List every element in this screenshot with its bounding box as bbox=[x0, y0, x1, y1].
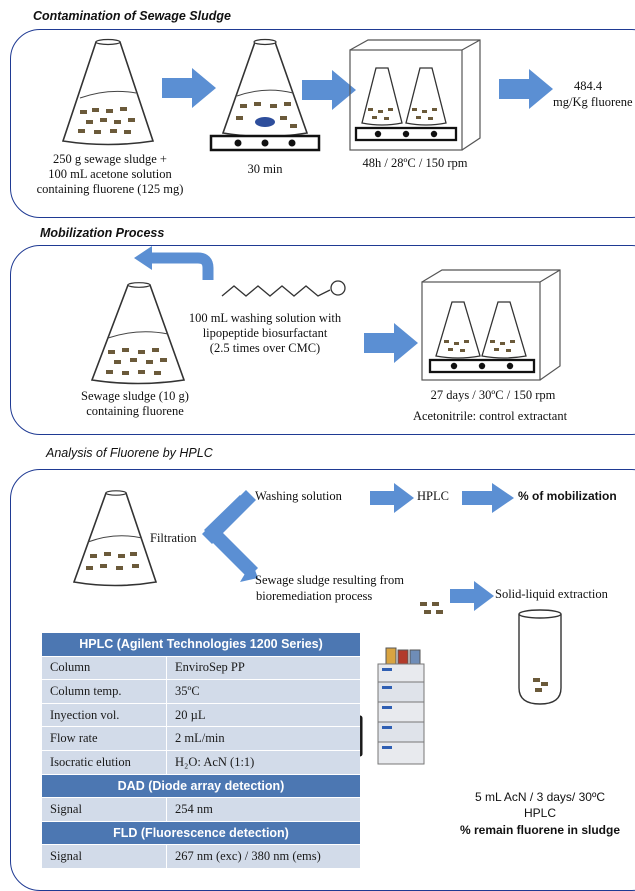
table-cell-value: H₂O: AcN (1:1) bbox=[166, 750, 360, 775]
flask-icon-sludge bbox=[90, 282, 186, 385]
flask-caption-line2: containing fluorene bbox=[86, 404, 184, 418]
hplc-instrument-icon bbox=[377, 647, 425, 765]
sludge-particles-icon bbox=[420, 602, 443, 614]
section-title-mobilization: Mobilization Process bbox=[40, 226, 165, 240]
tube-caption-line1: 5 mL AcN / 3 days/ 30ºC bbox=[475, 790, 605, 804]
incubator-icon bbox=[349, 39, 481, 151]
control-text: Acetonitrile: control extractant bbox=[412, 409, 568, 423]
flask-caption-line1: Sewage sludge (10 g) bbox=[81, 389, 189, 403]
table-cell-param: Signal bbox=[42, 844, 167, 869]
table-cell-value: 2 mL/min bbox=[166, 726, 360, 751]
arrow-icon bbox=[370, 483, 414, 513]
table-row: Column EnviroSep PP bbox=[42, 656, 360, 681]
table-cell-param: Signal bbox=[42, 797, 167, 822]
table-cell-param: Column temp. bbox=[42, 679, 167, 704]
surfactant-molecule-icon bbox=[221, 280, 346, 297]
table-cell-value: 267 nm (exc) / 380 nm (ems) bbox=[166, 844, 360, 869]
arrow-icon bbox=[462, 483, 514, 513]
flask1-caption-line1: 250 g sewage sludge + bbox=[53, 152, 167, 166]
curved-arrow-icon bbox=[134, 246, 214, 280]
hplc-label: HPLC bbox=[417, 489, 449, 503]
incubator2-caption: 27 days / 30ºC / 150 rpm bbox=[430, 388, 556, 402]
arrow-icon bbox=[499, 69, 553, 109]
flask1-caption-line3: containing fluorene (125 mg) bbox=[36, 182, 184, 196]
table-cell-value: EnviroSep PP bbox=[166, 656, 360, 681]
flask-icon-sludge bbox=[61, 38, 155, 146]
table-row: Flow rate 2 mL/min bbox=[42, 726, 360, 751]
flask1-caption-line2: 100 mL acetone solution bbox=[48, 167, 172, 181]
mobilization-label: % of mobilization bbox=[518, 489, 617, 503]
washing-text-line2: lipopeptide biosurfactant bbox=[202, 326, 328, 340]
result-value: 484.4 bbox=[573, 79, 603, 93]
table-row: Isocratic elution H₂O: AcN (1:1) bbox=[42, 750, 360, 775]
table-header-dad: DAD (Diode array detection) bbox=[42, 774, 360, 799]
flask-on-stirrer-icon bbox=[209, 38, 321, 152]
test-tube-icon bbox=[518, 609, 562, 705]
table-cell-param: Flow rate bbox=[42, 726, 167, 751]
table-cell-value: 35ºC bbox=[166, 679, 360, 704]
table-row: Column temp. 35ºC bbox=[42, 679, 360, 704]
section-title-contamination: Contamination of Sewage Sludge bbox=[33, 9, 231, 23]
table-cell-value: 254 nm bbox=[166, 797, 360, 822]
table-cell-value: 20 µL bbox=[166, 703, 360, 728]
incubator-icon bbox=[421, 269, 561, 381]
flask-icon-sludge bbox=[72, 490, 158, 587]
hplc-parameters-table: HPLC (Agilent Technologies 1200 Series) … bbox=[42, 633, 360, 869]
table-row: Signal 254 nm bbox=[42, 797, 360, 822]
table-header-hplc: HPLC (Agilent Technologies 1200 Series) bbox=[42, 633, 360, 657]
washing-text-line1: 100 mL washing solution with bbox=[188, 311, 342, 325]
section-title-analysis: Analysis of Fluorene by HPLC bbox=[46, 446, 213, 460]
table-cell-param: Isocratic elution bbox=[42, 750, 167, 775]
filtration-label: Filtration bbox=[150, 531, 197, 545]
arrow-icon bbox=[162, 68, 216, 108]
remain-label: % remain fluorene in sludge bbox=[459, 823, 621, 837]
sludge-text-line2: bioremediation process bbox=[256, 589, 373, 603]
washing-text-line3: (2.5 times over CMC) bbox=[209, 341, 321, 355]
arrow-icon bbox=[302, 70, 356, 110]
table-cell-param: Inyection vol. bbox=[42, 703, 167, 728]
arrow-icon bbox=[364, 323, 418, 363]
washing-solution-label: Washing solution bbox=[255, 489, 342, 503]
table-header-fld: FLD (Fluorescence detection) bbox=[42, 821, 360, 846]
stir-caption: 30 min bbox=[247, 162, 283, 176]
split-arrow-icon bbox=[202, 490, 258, 582]
table-row: Signal 267 nm (exc) / 380 nm (ems) bbox=[42, 844, 360, 869]
tube-caption-line2: HPLC bbox=[523, 806, 556, 820]
extraction-label: Solid-liquid extraction bbox=[495, 587, 608, 601]
sludge-text-line1: Sewage sludge resulting from bbox=[255, 573, 404, 587]
result-unit: mg/Kg fluorene bbox=[553, 95, 633, 109]
arrow-icon bbox=[450, 581, 494, 611]
table-row: Inyection vol. 20 µL bbox=[42, 703, 360, 728]
table-cell-param: Column bbox=[42, 656, 167, 681]
incubator1-caption: 48h / 28ºC / 150 rpm bbox=[362, 156, 468, 170]
